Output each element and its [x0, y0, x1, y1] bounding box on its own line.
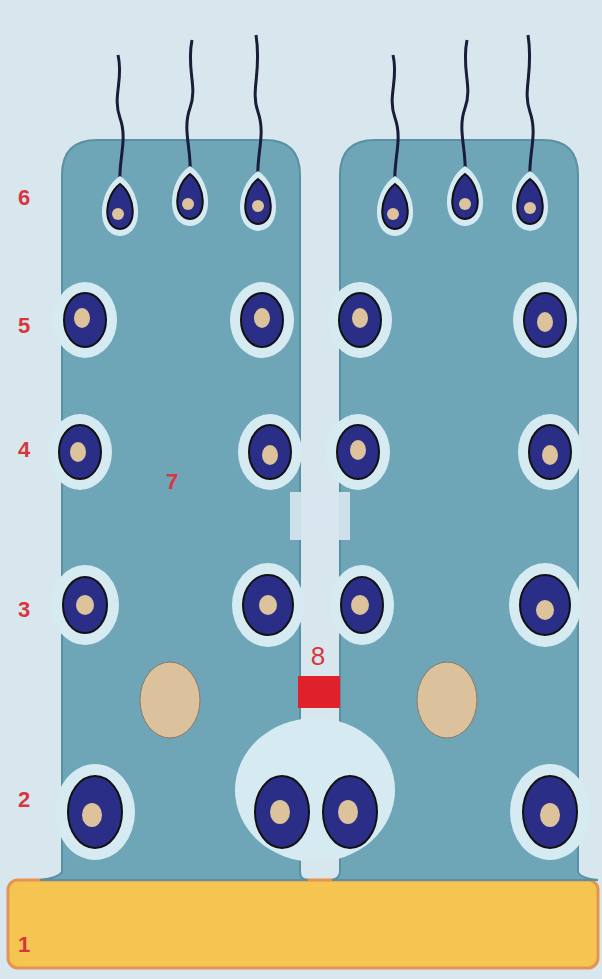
callout-number: 4 [18, 439, 30, 461]
sertoli-nucleus [140, 662, 200, 738]
callout-number: 5 [18, 315, 30, 337]
callout-number: 7 [166, 471, 178, 493]
basement-membrane [8, 880, 598, 968]
callout-number: 2 [18, 789, 30, 811]
callout-number: 6 [18, 187, 30, 209]
callout-number: 3 [18, 599, 30, 621]
tight-junction [298, 676, 340, 708]
germ-cells [48, 35, 590, 862]
callout-number: 1 [18, 934, 30, 956]
callout-number: 8 [311, 643, 325, 669]
sertoli-nucleus [417, 662, 477, 738]
junction-gap [290, 492, 350, 540]
